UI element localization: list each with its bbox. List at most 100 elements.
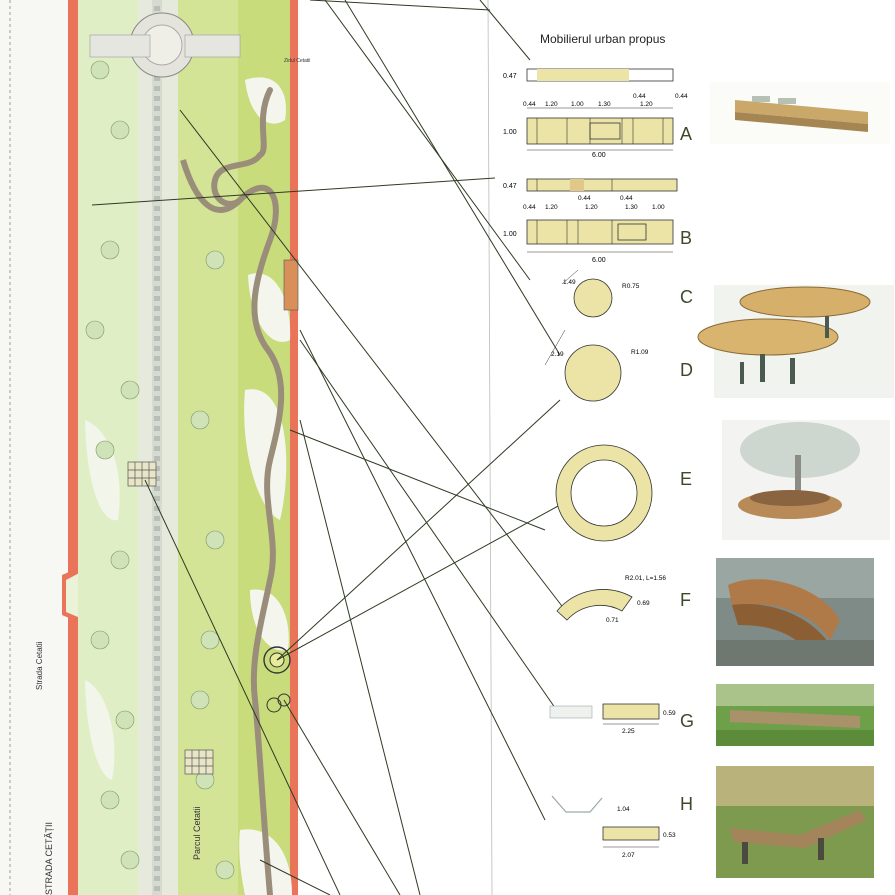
tree-icon [100, 240, 120, 260]
paving-tile [154, 156, 160, 161]
paving-tile [154, 226, 160, 231]
tree-icon [85, 320, 105, 340]
paving-tile [154, 736, 160, 741]
item-h: 1.04 0.53 2.07 H [551, 794, 693, 859]
paving-tile [154, 656, 160, 661]
a-strip-dim: 0.47 [503, 73, 517, 80]
paving-tile [154, 266, 160, 271]
tree-icon [120, 380, 140, 400]
b-seg-3: 1.30 [625, 204, 638, 211]
paving-tile [154, 306, 160, 311]
paving-tile [154, 806, 160, 811]
paving-tile [154, 836, 160, 841]
paving-tile [154, 576, 160, 581]
paving-tile [154, 396, 160, 401]
paving-tile [154, 746, 160, 751]
paving-tile [154, 86, 160, 91]
city-wall-right [290, 0, 298, 895]
item-d: 2.19 R1.09 D [544, 329, 693, 402]
tree-icon [215, 860, 235, 880]
photo-curved-bench [716, 558, 874, 666]
c-diag: 1.49 [563, 279, 576, 286]
e-letter: E [680, 469, 692, 489]
item-e: E [555, 444, 692, 542]
tree-icon [95, 440, 115, 460]
paving-tile [154, 716, 160, 721]
b-letter: B [680, 228, 692, 248]
item-f: R2.01, L=1.56 0.69 0.71 F [556, 575, 691, 624]
paving-tile [154, 566, 160, 571]
paving-tile [154, 436, 160, 441]
a-height: 1.00 [503, 129, 517, 136]
photo-lounger [716, 766, 874, 878]
paving-tile [154, 426, 160, 431]
paving-tile [154, 216, 160, 221]
tree-symbols [85, 60, 235, 880]
furniture-photos [697, 82, 894, 878]
h-length: 2.07 [622, 852, 635, 859]
furniture-legend: Mobilierul urban propus 0.47 0.44 1.20 1… [503, 32, 694, 859]
paving-tile [154, 466, 160, 471]
paving-tile [154, 336, 160, 341]
paving-tile [154, 136, 160, 141]
paving-tile [154, 816, 160, 821]
b-seg-2: 1.20 [585, 204, 598, 211]
paving-tile [154, 76, 160, 81]
paving-tile [154, 786, 160, 791]
tree-icon [100, 790, 120, 810]
g-letter: G [680, 711, 694, 731]
h-height: 0.53 [663, 832, 676, 839]
paving-tile [154, 166, 160, 171]
a-seg-5: 1.20 [640, 101, 653, 108]
paving-tile [154, 536, 160, 541]
f-width: 0.69 [637, 600, 650, 607]
top-tag: Zidul Cetatii [284, 58, 310, 64]
a-seg-6: 0.44 [675, 93, 688, 100]
tree-icon [90, 60, 110, 80]
legend-title: Mobilierul urban propus [540, 32, 665, 46]
tree-icon [205, 250, 225, 270]
a-seg-3: 1.30 [598, 101, 611, 108]
b-top-1: 0.44 [620, 195, 633, 202]
paving-tile [154, 296, 160, 301]
paving-tile [154, 526, 160, 531]
tree-icon [200, 630, 220, 650]
d-diag: 2.19 [551, 351, 564, 358]
paving-tile [154, 456, 160, 461]
f-letter: F [680, 590, 691, 610]
paving-tile [154, 316, 160, 321]
paving-tile [154, 876, 160, 881]
a-seg-4: 0.44 [633, 93, 646, 100]
paving-tile [154, 606, 160, 611]
tree-icon [205, 530, 225, 550]
tree-icon [110, 550, 130, 570]
tree-icon [90, 630, 110, 650]
a-total: 6.00 [592, 152, 606, 159]
paving-tile [154, 706, 160, 711]
paving-tile [154, 486, 160, 491]
a-seg-2: 1.00 [571, 101, 584, 108]
paving-tile [154, 686, 160, 691]
paving-tile [154, 146, 160, 151]
paving-tile [154, 346, 160, 351]
a-letter: A [680, 124, 692, 144]
photo-tree-planter [722, 420, 890, 540]
paving-tile [154, 186, 160, 191]
paving-tile [154, 646, 160, 651]
paving-tile [154, 636, 160, 641]
item-b: 0.47 0.44 0.44 0.44 1.20 1.20 1.30 1.00 … [503, 178, 692, 264]
d-radius: R1.09 [631, 349, 649, 356]
paving-tile [154, 766, 160, 771]
paving-tile [154, 116, 160, 121]
c-radius: R0.75 [622, 283, 640, 290]
paving-tile [154, 666, 160, 671]
b-seg-4: 1.00 [652, 204, 665, 211]
photo-bench-a [710, 82, 890, 144]
item-a: 0.47 0.44 1.20 1.00 1.30 0.44 1.20 0.44 … [503, 68, 692, 159]
paving-tile [154, 206, 160, 211]
photo-round-tables [697, 285, 894, 398]
paving-tile [154, 866, 160, 871]
paving-tile [154, 846, 160, 851]
f-chord: 0.71 [606, 617, 619, 624]
paving-tile [154, 376, 160, 381]
